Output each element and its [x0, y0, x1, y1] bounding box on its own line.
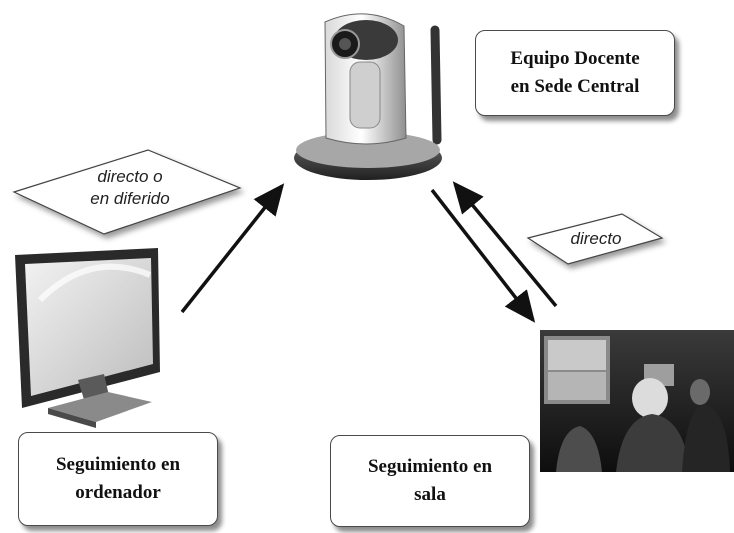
node-ordenador-line1: Seguimiento en: [55, 454, 181, 476]
node-sala-line1: Seguimiento en: [367, 456, 493, 478]
computer-monitor-icon: [15, 248, 160, 428]
arrow-ordenador-to-camera: [180, 183, 285, 314]
node-equipo-line1: Equipo Docente: [510, 48, 640, 70]
label-diamond-directo-diferido: [12, 149, 242, 235]
arrow-camera-to-sala: [430, 188, 536, 323]
edge-label-line2: en diferido: [90, 189, 170, 209]
edge-label-text: directo: [570, 229, 622, 248]
arrow-sala-to-camera: [452, 181, 558, 308]
ptz-webcam-icon: [294, 13, 442, 180]
edge-label-directo: directo: [536, 228, 656, 250]
node-ordenador-line2: ordenador: [75, 482, 161, 503]
videoconference-room-photo: [540, 330, 734, 472]
node-equipo-docente: Equipo Docente en Sede Central: [475, 30, 675, 116]
edge-label-directo-o-en-diferido: directo o en diferido: [40, 166, 220, 210]
label-diamond-directo: [526, 213, 664, 265]
node-seguimiento-sala: Seguimiento en sala: [330, 435, 530, 527]
edge-label-line1: directo o: [97, 167, 163, 186]
node-seguimiento-ordenador: Seguimiento en ordenador: [18, 432, 218, 526]
node-sala-line2: sala: [414, 484, 446, 505]
node-equipo-line2: en Sede Central: [510, 76, 640, 97]
